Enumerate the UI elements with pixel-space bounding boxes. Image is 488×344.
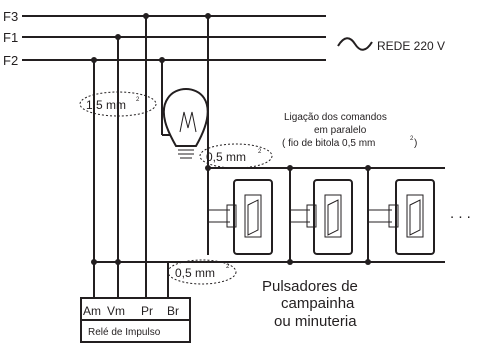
svg-text:2: 2 — [258, 149, 262, 155]
svg-text:2: 2 — [410, 136, 414, 142]
svg-text:Pulsadores de: Pulsadores de — [262, 278, 358, 295]
svg-text:2: 2 — [226, 264, 230, 270]
svg-text:em paralelo: em paralelo — [314, 125, 367, 136]
svg-text:2: 2 — [136, 97, 140, 103]
supply-rails: F3 F1 F2 — [3, 9, 326, 68]
svg-text:0,5 mm: 0,5 mm — [175, 266, 215, 280]
supply-label: REDE 220 V — [377, 39, 445, 53]
junction-nodes — [91, 13, 371, 265]
lamp-wiring — [161, 16, 209, 255]
push-buttons-caption: Pulsadores de campainha ou minuteria — [262, 278, 358, 330]
svg-text:campainha: campainha — [281, 295, 355, 312]
push-button-1 — [208, 179, 273, 255]
rail-label-f1: F1 — [3, 30, 18, 45]
relay-caption: Relé de Impulso — [88, 327, 161, 338]
relay-feed-wires — [93, 16, 147, 298]
svg-text:0,5 mm: 0,5 mm — [206, 150, 246, 164]
relay-terminal-br: Br — [167, 304, 179, 318]
gauge-label-upper: 0,5 mm 2 — [199, 143, 273, 169]
lamp-icon — [162, 88, 209, 159]
relay-terminal-pr: Pr — [141, 304, 153, 318]
relay-terminal-vm: Vm — [107, 304, 125, 318]
continuation-dots: . . . — [450, 205, 471, 222]
gauge-label-lower: 0,5 mm 2 — [167, 259, 237, 285]
push-button-2 — [290, 179, 353, 255]
ac-wave-icon — [337, 37, 373, 51]
relay-terminal-am: Am — [83, 304, 101, 318]
svg-text:1,5 mm: 1,5 mm — [86, 98, 126, 112]
svg-text:): ) — [414, 138, 417, 149]
wiring-note: Ligação dos comandos em paralelo ( fio d… — [282, 112, 417, 149]
impulse-relay: Am Vm Pr Br Relé de Impulso — [80, 297, 191, 343]
gauge-label-main: 1,5 mm 2 — [79, 91, 157, 117]
svg-text:( fio de bitola 0,5 mm: ( fio de bitola 0,5 mm — [282, 138, 375, 149]
svg-text:ou minuteria: ou minuteria — [274, 313, 357, 330]
svg-text:Ligação dos comandos: Ligação dos comandos — [284, 112, 387, 123]
command-wiring — [94, 167, 445, 298]
rail-label-f3: F3 — [3, 9, 18, 24]
push-button-3 — [368, 179, 435, 255]
rail-label-f2: F2 — [3, 53, 18, 68]
